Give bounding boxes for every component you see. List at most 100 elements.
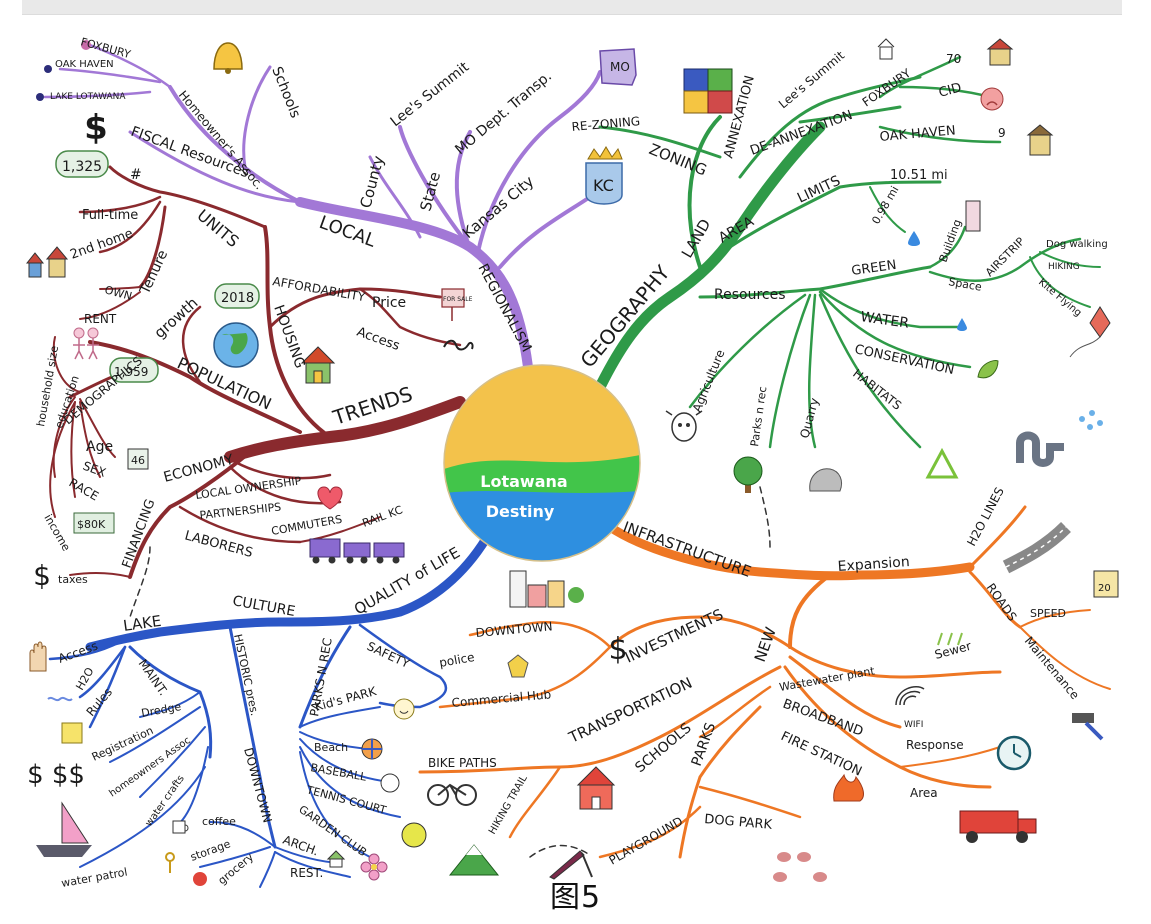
branch-line — [928, 237, 1082, 282]
heart-icon — [317, 486, 343, 510]
branch-line — [299, 738, 391, 783]
branch-line — [178, 505, 302, 544]
label-bike-paths: BIKE PATHS — [428, 756, 497, 770]
label-nine: 9 — [998, 126, 1006, 140]
wifi-icon — [895, 685, 925, 706]
label-taxes: taxes — [58, 573, 88, 586]
label-arch: ARCH. — [281, 833, 321, 859]
branch-line — [99, 286, 141, 290]
svg-text:FOR SALE: FOR SALE — [443, 296, 473, 303]
label-land: LAND — [678, 216, 714, 261]
friends-icon — [73, 327, 99, 360]
road-icon — [1002, 521, 1071, 574]
drop-icon — [908, 231, 920, 246]
label-parks-n-rec-geo: Parks n rec — [748, 386, 769, 448]
house-icon — [326, 850, 346, 868]
label-0-98-mi: 0.98 mi — [869, 184, 901, 227]
label-mo-dept-transp: MO Dept. Transp. — [452, 68, 555, 158]
branch-line — [818, 293, 922, 449]
branch-line — [728, 180, 942, 249]
branch-line — [138, 205, 167, 289]
figure-caption: 图5 — [549, 880, 602, 915]
smiley-icon — [393, 698, 415, 720]
branch-line — [70, 401, 76, 498]
branch-line — [968, 570, 1022, 629]
center-title-line2: Destiny — [486, 502, 555, 521]
svg-text:$: $ — [608, 632, 627, 667]
label-cid: CID — [937, 80, 963, 100]
paw-icon — [773, 852, 827, 882]
label-infrastructure: INFRASTRUCTURE — [621, 518, 754, 581]
label-green: GREEN — [850, 258, 897, 279]
branch-line — [52, 336, 81, 393]
svg-text:$80K: $80K — [77, 518, 106, 531]
label-10-51-mi: 10.51 mi — [890, 168, 948, 183]
dollar-icon: $ — [84, 108, 108, 148]
svg-text:1,959: 1,959 — [114, 365, 148, 379]
label-second-home: 2nd home — [68, 226, 135, 263]
coffee-icon — [172, 820, 189, 834]
dashed-link — [759, 486, 771, 548]
frown-icon — [980, 87, 1004, 111]
branch-line — [299, 751, 371, 858]
label-water: WATER — [859, 309, 910, 332]
branch-line — [1039, 251, 1101, 268]
house-icon — [25, 246, 69, 278]
hand-icon — [29, 641, 47, 672]
hammer-icon — [1072, 713, 1104, 741]
branch-line — [476, 70, 602, 254]
branch-line — [928, 225, 967, 269]
label-affordability: AFFORDABILITY — [271, 274, 366, 304]
branch-line — [274, 851, 351, 878]
label-oak-haven-geo: OAK HAVEN — [879, 123, 956, 145]
label-dog-park: DOG PARK — [704, 812, 773, 833]
globe-icon — [213, 322, 259, 368]
label-expansion: Expansion — [837, 554, 910, 575]
svg-text:KC: KC — [593, 176, 614, 195]
branch-line — [168, 85, 302, 204]
key-icon — [443, 339, 474, 351]
branch-line — [468, 621, 612, 649]
label-lake-lotawana: LAKE LOTAWANA — [50, 92, 126, 102]
police-badge-icon — [507, 654, 529, 678]
bell-icon — [213, 42, 243, 74]
school-icon — [576, 766, 616, 810]
branch-line — [608, 615, 792, 649]
missouri-icon: MO — [599, 48, 637, 86]
branch-line — [98, 200, 162, 254]
label-lees-summit: Lee's Summit — [388, 59, 473, 130]
branch-line — [242, 65, 272, 169]
house-icon — [986, 38, 1014, 66]
branch-line — [299, 516, 381, 543]
bullet-dot — [36, 93, 44, 101]
branch-line — [78, 195, 162, 214]
label-rest: REST. — [290, 866, 323, 880]
branch-line — [88, 340, 302, 434]
label-quarry: Quarry — [797, 396, 821, 439]
flower-icon — [360, 853, 388, 881]
label-partnerships: PARTNERSHIPS — [199, 500, 282, 521]
slide-icon — [549, 850, 593, 880]
branch-line — [508, 765, 562, 839]
svg-text:2018: 2018 — [221, 291, 254, 306]
label-schools-infra: SCHOOLS — [632, 720, 694, 776]
branch-line — [298, 625, 352, 729]
label-h2o: H2O — [73, 665, 96, 693]
label-economy: ECONOMY — [162, 452, 236, 486]
for-sale-sign-icon: FOR SALE — [441, 288, 473, 321]
svg-text:46: 46 — [131, 454, 145, 467]
mountain-icon — [448, 844, 500, 876]
svg-text:MO: MO — [610, 60, 630, 74]
label-hiking: HIKING — [1048, 262, 1080, 272]
label-coffee: coffee — [202, 815, 236, 828]
svg-text:20: 20 — [1098, 583, 1111, 594]
label-hiking-trail: HIKING TRAIL — [487, 773, 530, 836]
branch-line — [199, 846, 271, 868]
branch-line — [79, 291, 141, 320]
branch-line — [738, 75, 922, 179]
label-dog-walking: Dog walking — [1046, 239, 1108, 250]
recycle-icon — [925, 447, 959, 479]
leaf-icon — [977, 360, 999, 379]
branch-line — [788, 645, 1002, 679]
